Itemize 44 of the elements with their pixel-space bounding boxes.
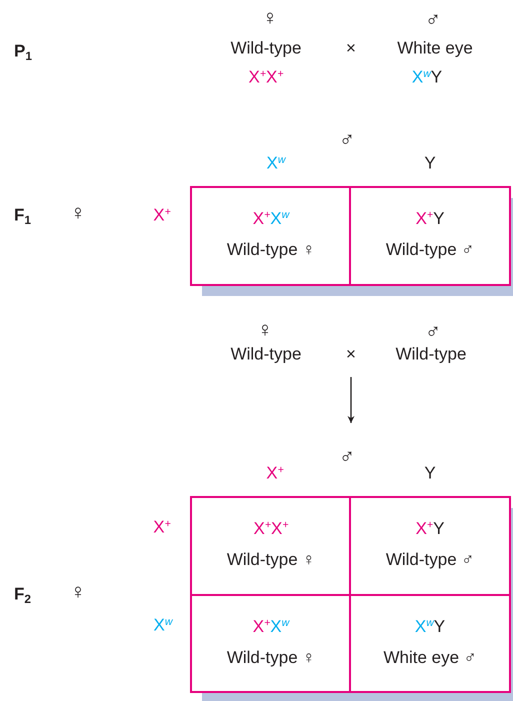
genotype-label: X$^{+}$Y [416,520,444,539]
genotype-label: X$^{w}$Y [412,68,442,88]
sex-symbol: ♀ [70,201,86,225]
cross-symbol: × [346,40,356,58]
sex-symbol: ♀ [70,580,86,604]
genotype-label: X$^{+}$X$^{w}$ [252,210,290,229]
genotype-label: X$^{+}$X$^{+}$ [248,68,284,88]
phenotype-label: Wild-type [230,40,302,58]
allele-label: X$^{w}$ [266,154,286,174]
phenotype-label: White eye [397,40,473,58]
sex-symbol: ♀ [257,318,273,342]
genotype-label: X$^{+}$X$^{+}$ [254,520,288,539]
punnett-cell [349,594,511,693]
phenotype-label: Wild-type [230,346,302,364]
genotype-label: X$^{w}$Y [414,618,446,637]
generation-label: F$_{2}$ [14,586,32,604]
genotype-label: X$^{+}$X$^{w}$ [252,618,290,637]
punnett-cell [349,496,511,596]
allele-label: X$^{w}$ [154,616,172,636]
generation-label: F$_{1}$ [14,206,32,226]
sex-symbol: ♂ [425,320,441,344]
punnett-cell [190,186,352,286]
allele-label: Y [424,464,436,484]
genotype-label: X$^{+}$Y [416,210,444,229]
generation-label: P$_{1}$ [14,42,32,62]
cross-symbol: × [346,346,356,364]
phenotype-label: Wild-type ♀ [226,240,316,260]
allele-label: Y [424,154,436,174]
sex-symbol: ♂ [339,128,355,152]
punnett-cell [349,186,511,286]
phenotype-label: Wild-type ♀ [226,648,316,668]
punnett-cell [190,594,352,693]
allele-label: X$^{+}$ [153,518,171,538]
phenotype-label: Wild-type [396,346,466,364]
sex-symbol: ♂ [425,8,441,32]
allele-label: X$^{+}$ [266,464,284,484]
phenotype-label: Wild-type ♂ [386,240,474,260]
sex-symbol: ♀ [262,6,278,30]
phenotype-label: Wild-type ♂ [386,550,474,570]
phenotype-label: White eye ♂ [383,648,477,668]
allele-label: X$^{+}$ [153,206,171,226]
phenotype-label: Wild-type ♀ [226,550,316,570]
sex-symbol: ♂ [339,445,355,469]
punnett-cell [190,496,352,596]
